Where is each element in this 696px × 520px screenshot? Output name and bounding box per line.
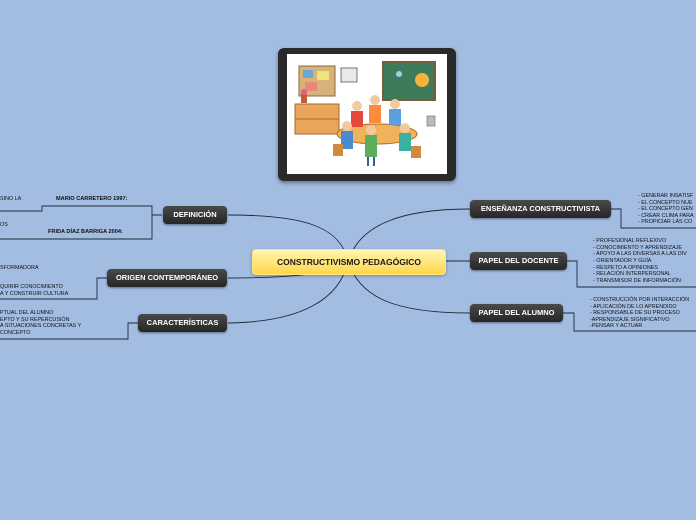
ensenanza-line-5: - PROPICIAR LAS CO [638, 219, 693, 225]
central-topic[interactable]: CONSTRUCTIVISMO PEDAGÓGICO [252, 249, 446, 275]
docente-line-3: - APOYO A LAS DIVERSAS A LAS DIV [593, 251, 687, 257]
definicion-fragment-1: SINO LA [0, 196, 22, 202]
origen-line-2: QUIRIR CONOCIMIENTO [0, 284, 63, 290]
image-frame [278, 48, 456, 181]
caracteristicas-line-2: EPTO Y SU REPERCUSIÓN [0, 317, 70, 323]
alumno-line-3: - RESPONSABLE DE SU PROCESO [590, 310, 680, 316]
definicion-fragment-2: OS [0, 222, 8, 228]
author-carretero[interactable]: MARIO CARRETERO 1997: [56, 196, 128, 202]
author-diaz-barriga[interactable]: FRIDA DÍAZ BARRIGA 2004: [48, 229, 123, 235]
docente-line-4: - ORIENTADOR Y GUÍA [593, 258, 652, 264]
docente-line-7: - TRANSMISOR DE INFORMACIÓN [593, 278, 681, 284]
topic-origen-contemporaneo[interactable]: ORIGEN CONTEMPORÁNEO [107, 269, 227, 287]
docente-line-6: - RELACIÓN INTERPERSONAL [593, 271, 671, 277]
ensenanza-line-3: - EL CONCEPTO GEN [638, 206, 693, 212]
docente-line-1: - PROFESIONAL REFLEXIVO [593, 238, 667, 244]
caracteristicas-line-4: CONCEPTO [0, 330, 31, 336]
docente-line-2: - CONOCIMIENTO Y APRENDIZAJE [593, 245, 682, 251]
alumno-line-5: -PENSAR Y ACTUAR [590, 323, 643, 329]
alumno-line-1: - CONSTRUCCIÓN POR INTERACCIÓN [590, 297, 690, 303]
alumno-line-4: -APRENDIZAJE SIGNIFICATIVO [590, 317, 670, 323]
docente-line-5: - RESPETO A OPINIONES [593, 265, 658, 271]
caracteristicas-line-3: A SITUACIONES CONCRETAS Y [0, 323, 82, 329]
ensenanza-line-1: - GENERAR INSATISF [638, 193, 694, 199]
topic-caracteristicas[interactable]: CARACTERÍSTICAS [138, 314, 227, 332]
classroom-illustration [287, 54, 447, 174]
topic-ensenanza-constructivista[interactable]: ENSEÑANZA CONSTRUCTIVISTA [470, 200, 611, 218]
ensenanza-line-2: - EL CONCEPTO NUE [638, 200, 693, 206]
ensenanza-line-4: - CREAR CLIMA PARA [638, 213, 694, 219]
alumno-line-2: - APLICACIÓN DE LO APRENDIDO [590, 304, 677, 310]
origen-line-3: A Y CONSTRUIR CULTURA [0, 291, 69, 297]
topic-papel-docente[interactable]: PAPEL DEL DOCENTE [470, 252, 567, 270]
origen-line-1: SFORMADORA [0, 265, 39, 271]
caracteristicas-line-1: PTUAL DEL ALUMNO [0, 310, 54, 316]
topic-definicion[interactable]: DEFINICIÓN [163, 206, 227, 224]
topic-papel-alumno[interactable]: PAPEL DEL ALUMNO [470, 304, 563, 322]
